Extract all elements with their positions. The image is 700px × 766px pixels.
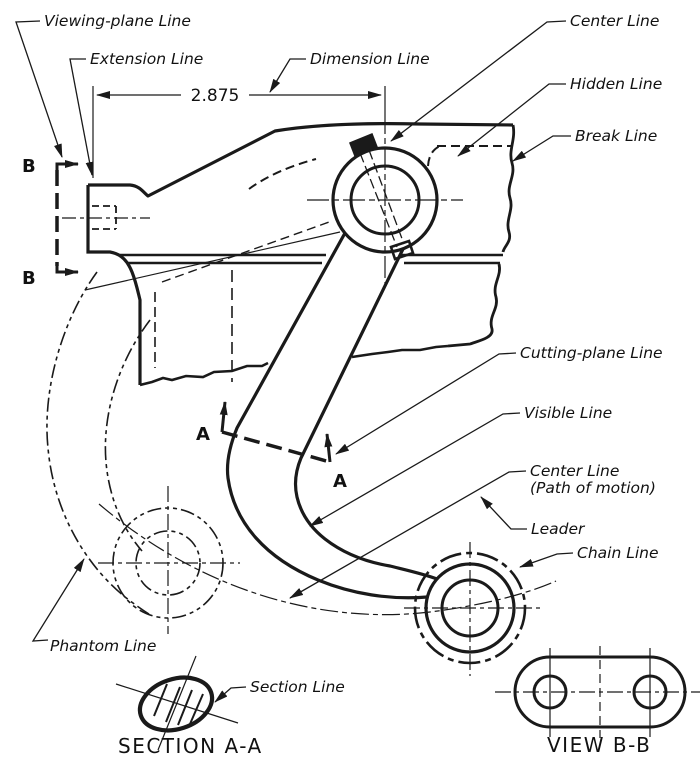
cutting-plane-right-hook bbox=[324, 433, 333, 463]
arm bbox=[225, 232, 438, 600]
cutting-plane-a: A A bbox=[196, 401, 347, 492]
web-edge-hidden bbox=[161, 220, 333, 283]
arm-outer-edge bbox=[225, 232, 428, 600]
phantom-boss-inner-circle bbox=[135, 530, 201, 596]
leader-dimension bbox=[269, 58, 306, 93]
hub bbox=[307, 112, 463, 284]
label-section-line: Section Line bbox=[250, 678, 345, 696]
label-extension-line: Extension Line bbox=[90, 50, 203, 68]
path-of-motion-arc bbox=[98, 503, 557, 616]
leader-lines bbox=[15, 20, 574, 703]
leader-hidden bbox=[457, 83, 566, 157]
label-visible-line: Visible Line bbox=[524, 404, 612, 422]
clamp-bolt-nut bbox=[389, 239, 415, 261]
clamp-bolt-shank bbox=[359, 149, 405, 248]
viewing-plane-top-hook bbox=[55, 160, 79, 172]
cutting-plane-dashed-line bbox=[221, 430, 331, 464]
label-dimension-line: Dimension Line bbox=[310, 50, 430, 68]
dimension-value: 2.875 bbox=[191, 86, 240, 106]
break-line-lower bbox=[447, 263, 501, 348]
clamp-bolt-head bbox=[349, 133, 378, 157]
leader-break bbox=[512, 135, 571, 162]
leader-chain bbox=[519, 552, 574, 568]
arm-inner-edge bbox=[294, 248, 438, 581]
lower-boss bbox=[404, 542, 540, 676]
leader-center-path bbox=[289, 470, 527, 599]
labels: Viewing-plane Line Extension Line Dimens… bbox=[44, 12, 663, 696]
label-viewing-plane-line: Viewing-plane Line bbox=[44, 12, 191, 30]
section-center-line-2 bbox=[157, 655, 197, 751]
view-bb-view: VIEW B-B bbox=[495, 646, 700, 757]
label-phantom-line: Phantom Line bbox=[50, 637, 156, 655]
letter-a-left: A bbox=[196, 424, 210, 445]
letter-a-right: A bbox=[333, 471, 347, 492]
leader-visible bbox=[309, 412, 521, 527]
phantom-position bbox=[46, 271, 557, 634]
label-cutting-plane-line: Cutting-plane Line bbox=[520, 344, 663, 362]
viewing-plane-bottom-hook bbox=[55, 264, 79, 276]
caption-view-bb: VIEW B-B bbox=[547, 733, 651, 757]
label-break-line: Break Line bbox=[575, 127, 657, 145]
web-edge-visible bbox=[84, 231, 341, 291]
label-chain-line: Chain Line bbox=[577, 544, 659, 562]
body-left-boss-outline bbox=[86, 185, 142, 385]
leader-extension bbox=[69, 58, 94, 176]
letter-b-bottom: B bbox=[22, 268, 36, 289]
dimension-group: 2.875 bbox=[92, 86, 386, 178]
main-body bbox=[62, 122, 516, 387]
label-center-line: Center Line bbox=[570, 12, 659, 30]
phantom-arc-inner bbox=[104, 319, 151, 552]
viewing-plane-b: B B bbox=[22, 156, 79, 289]
body-bottom-break-right bbox=[351, 344, 449, 359]
leader-leader-demo bbox=[480, 496, 527, 530]
caption-section-aa: SECTION A-A bbox=[118, 734, 263, 758]
cutting-plane-left-hook bbox=[219, 401, 228, 433]
section-outline-ellipse bbox=[137, 675, 215, 733]
leader-phantom bbox=[31, 558, 85, 642]
hidden-line-right-of-hub bbox=[427, 145, 511, 167]
leader-center bbox=[390, 20, 567, 142]
letter-b-top: B bbox=[22, 156, 36, 177]
label-leader: Leader bbox=[531, 520, 586, 538]
label-hidden-line: Hidden Line bbox=[570, 75, 662, 93]
section-aa-view: SECTION A-A bbox=[115, 655, 263, 758]
phantom-arc-outer bbox=[46, 271, 153, 617]
body-top-outline bbox=[88, 122, 514, 198]
break-line-upper bbox=[501, 124, 516, 253]
leader-viewing-plane bbox=[15, 20, 63, 158]
hidden-line-left-of-hub bbox=[248, 158, 317, 190]
section-hatch-lines bbox=[153, 683, 204, 726]
label-center-line-path: Center Line bbox=[530, 462, 619, 480]
leader-section bbox=[214, 686, 247, 703]
leader-cutting-plane bbox=[335, 352, 517, 455]
label-center-line-path-sub: (Path of motion) bbox=[530, 479, 656, 497]
body-bottom-break-left bbox=[139, 361, 269, 387]
